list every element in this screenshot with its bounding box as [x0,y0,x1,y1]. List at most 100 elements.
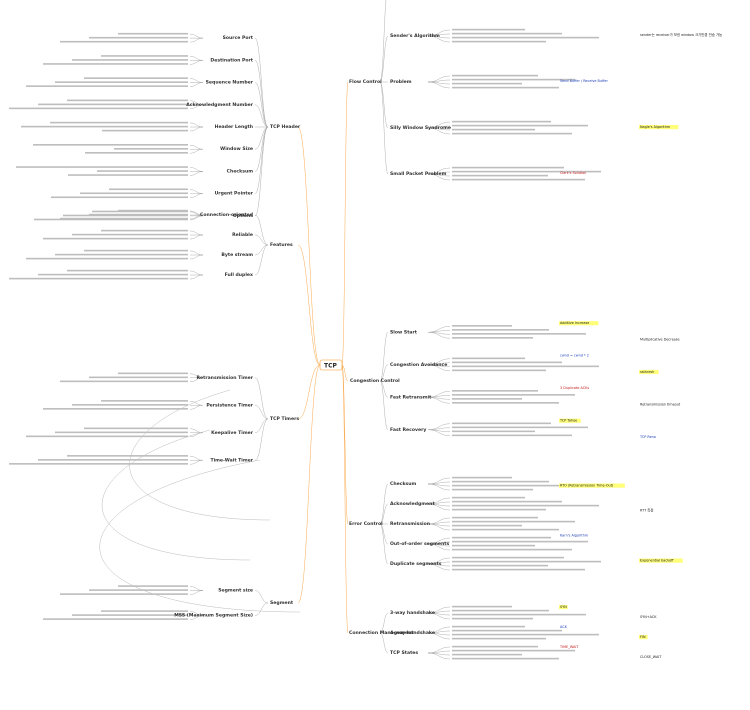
leaf-text-line [452,78,575,81]
leaf-text-line [452,625,525,628]
connector-line [379,380,389,398]
note-label: sender는 receiver가 보낸 window 크기만큼 전송 가능 [640,32,722,37]
connector-line [379,523,389,545]
connector-line [189,405,204,410]
connector-line [189,33,204,39]
leaf-text-line [72,233,188,236]
connector-line [189,590,204,595]
leaf-text-line [72,59,188,61]
leaf-text-line [452,609,549,612]
leaf-text-line [452,536,551,539]
leaf-text-line [452,524,522,527]
leaf-text-line [452,36,599,39]
sub-node-label: Acknowledgment [390,501,435,507]
leaf-text-line [68,174,188,176]
note-label: FIN [640,635,646,639]
sub-node-label: Connection-oriented [200,212,253,218]
leaf-text-line [80,192,188,195]
branch-tcp-header[interactable]: TCP Header [270,124,301,130]
branch-connection-management-label: Connection Management [349,630,414,636]
connector-line [189,167,204,172]
connector-line [189,234,204,240]
connector-line [379,35,389,83]
highlight-mark [559,418,581,423]
leaf-text-line [9,277,188,280]
note-label: RTO (Retransmission Time-Out) [560,484,614,488]
branch-features[interactable]: Features [270,242,293,248]
branch-error-control[interactable]: Error Control [349,521,383,527]
leaf-text-line [101,229,188,232]
leaf-text-line [452,637,546,640]
connector-line [254,37,269,128]
connector-line [427,429,451,436]
root-node[interactable]: TCP [319,359,343,371]
branch-flow-control[interactable]: Flow Control [349,79,382,85]
leaf-text-line [33,144,188,146]
leaf-text-line [452,633,599,636]
connector-line [189,377,204,382]
leaf-text-line [452,86,559,89]
connector-line [427,503,451,511]
leaf-text-line [452,178,585,181]
branch-tcp-header-label: TCP Header [270,124,301,130]
connector-line [254,104,269,128]
note-label: SYN+ACK [640,615,657,619]
connector-line [189,145,204,150]
cross-link-line [99,459,301,613]
leaf-text-line [452,500,562,503]
sub-node-label: Byte stream [221,252,253,258]
note-label: Karn's Algorithm [560,534,589,538]
sub-node-label: Retransmission Timer [196,375,253,381]
connector-line [379,612,389,634]
connector-line [427,364,451,371]
leaf-text-line [452,504,599,507]
root-label: TCP [324,363,337,370]
branch-tcp-timers[interactable]: TCP Timers [270,416,299,422]
connector-line [379,0,387,83]
connector-line [254,377,269,420]
cross-link-line [101,429,251,561]
leaf-text-line [21,125,188,128]
leaf-text-line [55,253,188,256]
leaf-text-line [84,427,188,430]
leaf-text-line [452,422,551,425]
leaf-text-line [452,649,575,652]
sub-node-label: Congestion Avoidance [390,362,447,368]
connector-line [189,460,204,465]
leaf-text-line [118,209,188,212]
connector-line [189,78,204,83]
leaf-text-line [26,257,188,260]
leaf-text-line [118,372,188,375]
sub-node-label: Out-of-order segments [390,541,449,547]
branch-congestion-control[interactable]: Congestion Control [350,378,400,384]
note-label: ssthresh [640,370,654,374]
connector-line [189,274,204,280]
connector-line [427,612,451,620]
connector-line [254,602,269,616]
branch-flow-control-label: Flow Control [349,79,382,85]
note-label: cwnd = cwnd * 2 [560,354,589,358]
sub-node-label: Header Length [215,124,253,130]
connector-line [379,81,389,129]
connector-line [254,418,269,433]
connector-line [254,590,269,604]
note-label: RTT 측정 [640,508,654,513]
connector-line [427,81,451,89]
leaf-text-line [89,36,188,39]
leaf-text-line [452,564,548,567]
connector-line [189,432,204,437]
leaf-text-line [452,520,575,523]
note-label: Send Buffer / Receive Buffer [560,79,608,83]
branch-segment[interactable]: Segment [270,600,294,606]
leaf-text-line [452,496,525,499]
sub-node-label: Acknowledgment Number [186,102,254,108]
leaf-text-line [452,629,562,632]
branch-connection-management[interactable]: Connection Management [349,630,414,636]
leaf-text-line [452,426,588,429]
highlight-mark [559,321,599,326]
leaf-text-line [452,329,549,331]
connector-line [297,364,321,604]
leaf-text-line [38,273,188,276]
connector-line [189,122,204,128]
connector-line [254,405,269,420]
